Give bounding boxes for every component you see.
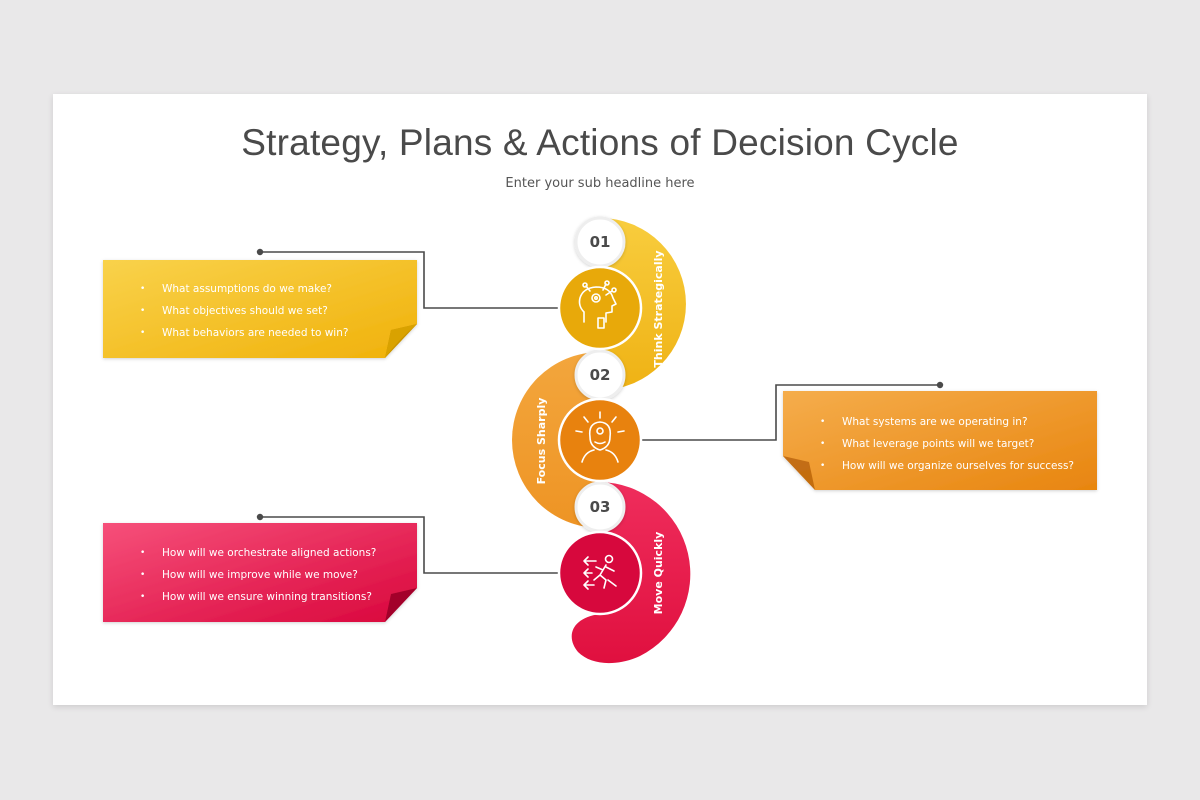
slide-title: Strategy, Plans & Actions of Decision Cy… <box>241 122 959 163</box>
connector-1-dot <box>256 248 264 256</box>
question-item: How will we improve while we move? <box>140 564 376 586</box>
note-1-text: What assumptions do we make? What object… <box>140 278 348 344</box>
stage-3-label: Move Quickly <box>652 531 665 615</box>
brain-head-icon <box>557 265 643 351</box>
running-arrows-icon <box>557 530 643 616</box>
note-2-text: What systems are we operating in? What l… <box>820 411 1074 477</box>
question-item: What objectives should we set? <box>140 300 348 322</box>
focused-mind-icon <box>557 397 643 483</box>
stage-2-label: Focus Sharply <box>535 397 548 485</box>
arc-focus-sharply <box>512 352 600 528</box>
connector-3 <box>260 516 560 574</box>
question-item: What leverage points will we target? <box>820 433 1074 455</box>
connector-1 <box>260 251 560 309</box>
question-item: How will we organize ourselves for succe… <box>820 455 1074 477</box>
question-item: What systems are we operating in? <box>820 411 1074 433</box>
note-3-text: How will we orchestrate aligned actions?… <box>140 542 376 608</box>
slide-subtitle: Enter your sub headline here <box>505 176 695 191</box>
connector-2-dot <box>936 381 944 389</box>
connector-2 <box>640 384 940 441</box>
stage-3-number: 03 <box>589 498 611 516</box>
question-item: How will we ensure winning transitions? <box>140 586 376 608</box>
stage-2-number: 02 <box>589 366 611 384</box>
question-item: What behaviors are needed to win? <box>140 322 348 344</box>
connector-3-dot <box>256 513 264 521</box>
question-item: What assumptions do we make? <box>140 278 348 300</box>
arc-think-strategically <box>600 218 686 390</box>
stage-1-label: Think Strategically <box>652 250 665 368</box>
question-item: How will we orchestrate aligned actions? <box>140 542 376 564</box>
stage-1-number: 01 <box>589 233 611 251</box>
